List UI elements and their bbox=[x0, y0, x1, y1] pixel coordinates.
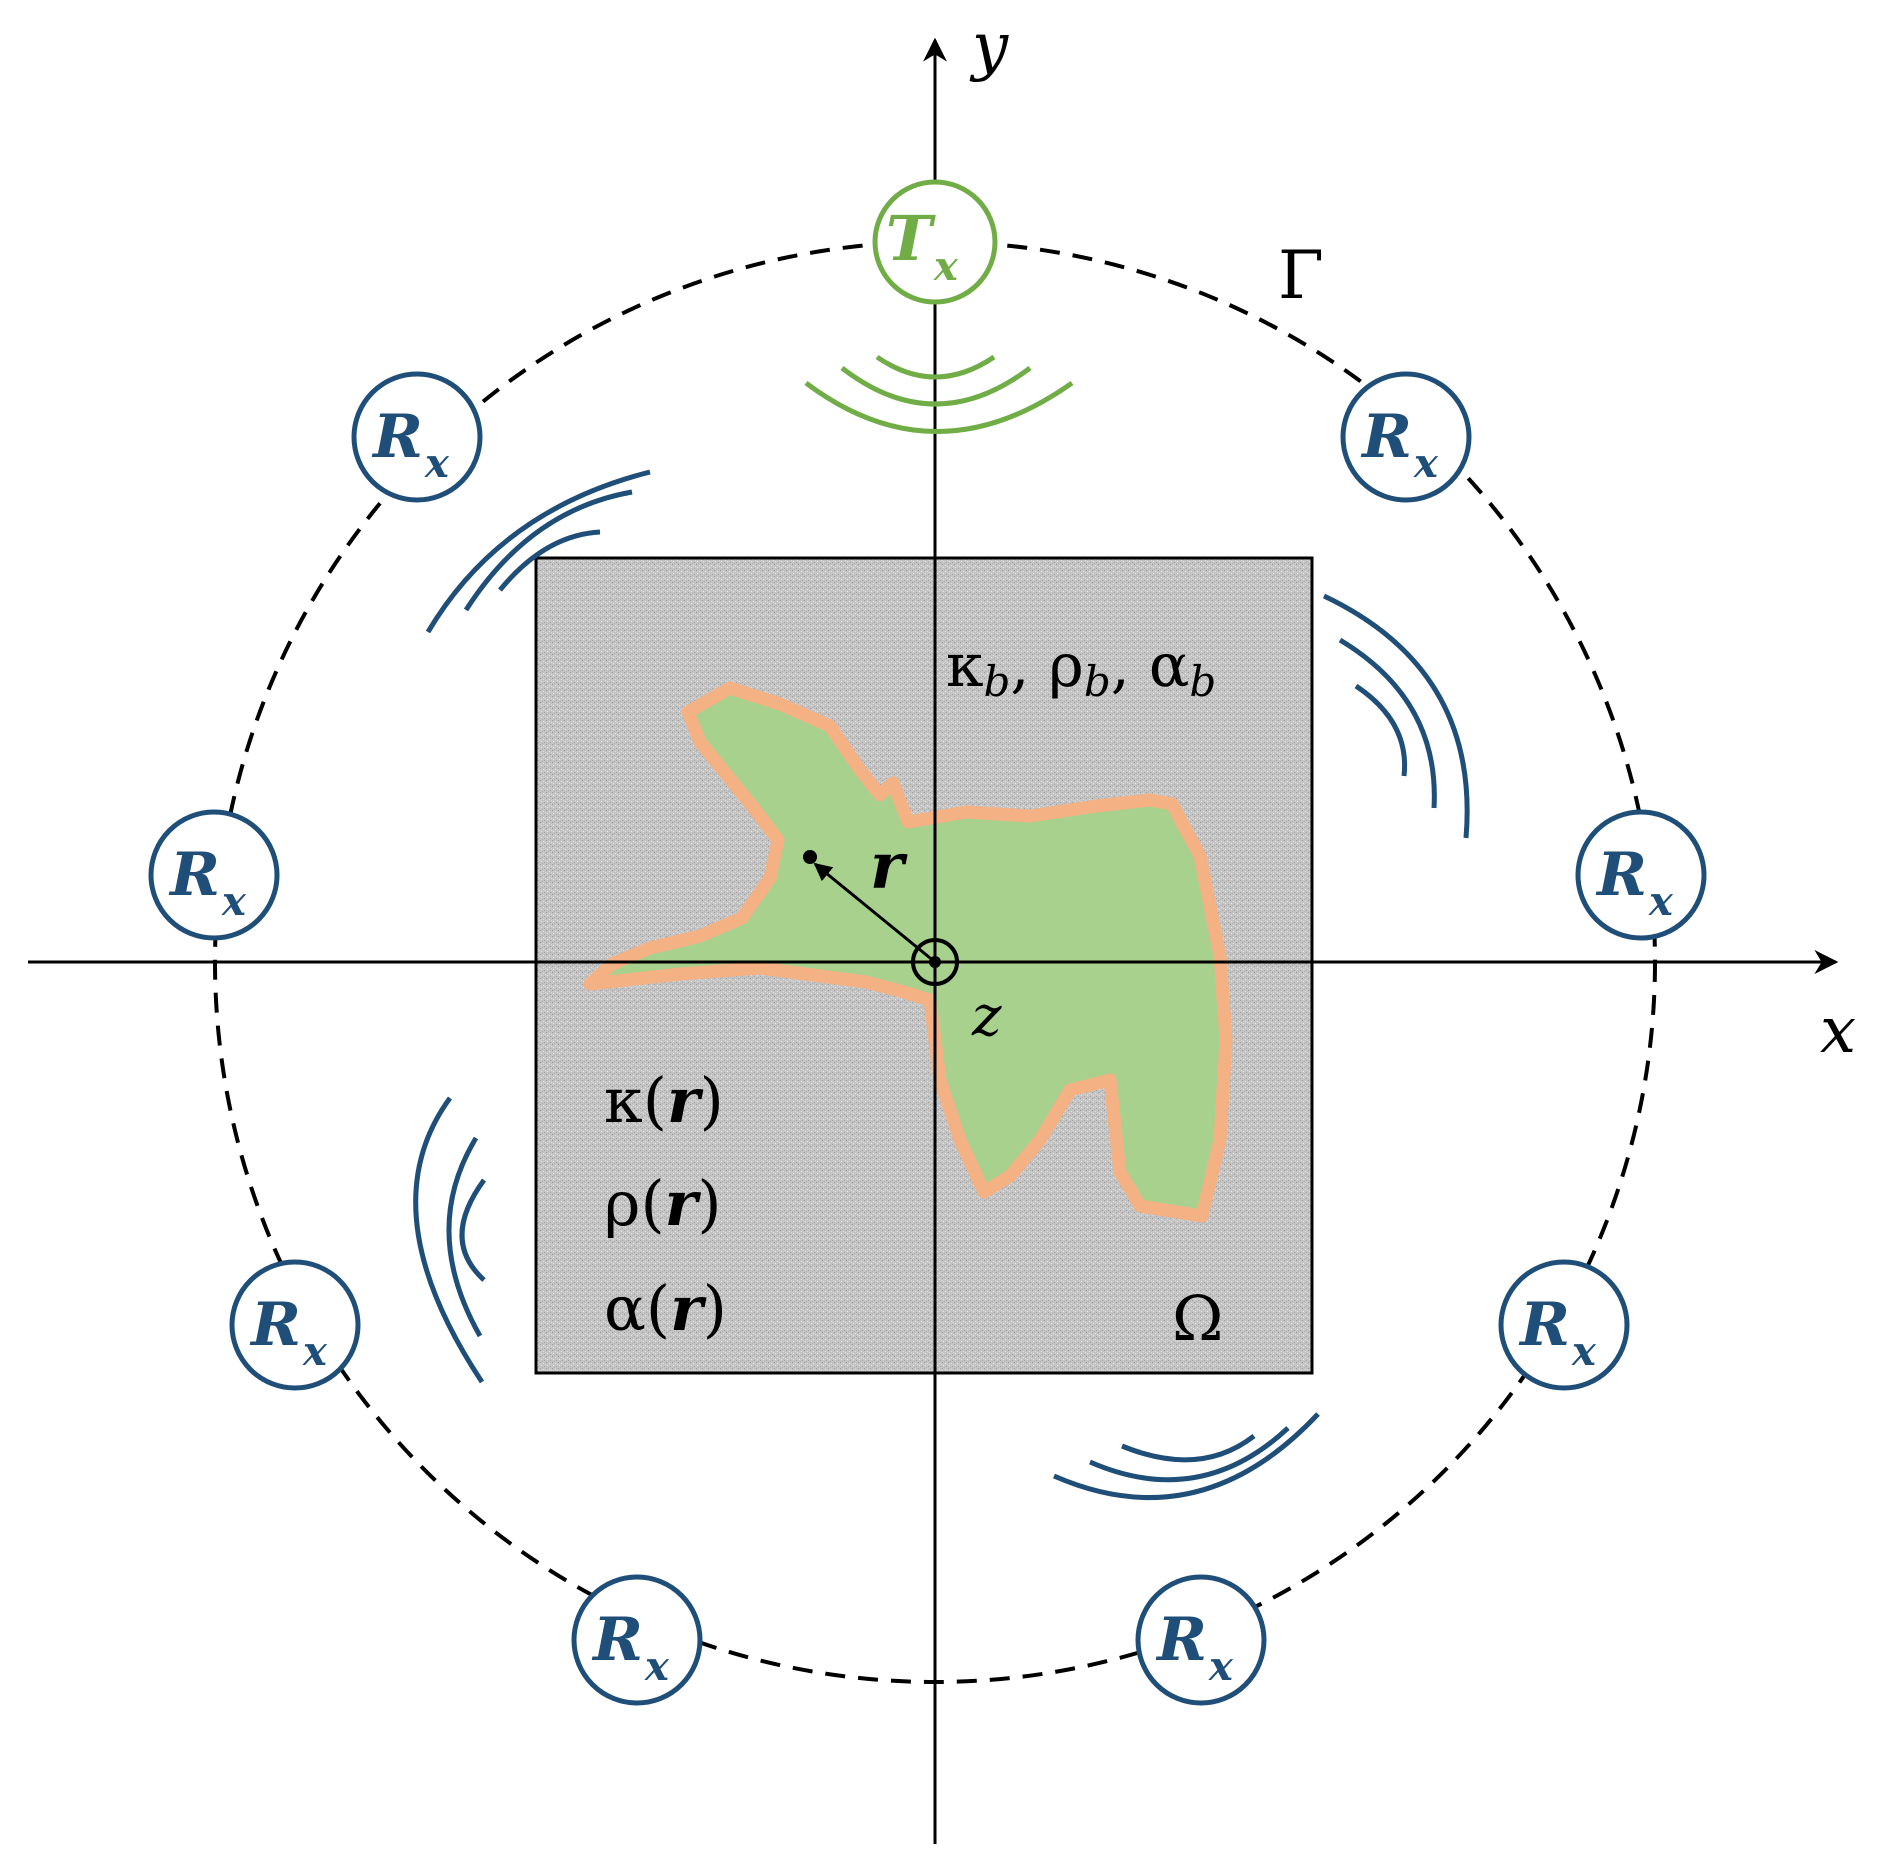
transmitter-label: T bbox=[886, 202, 936, 275]
obj-alpha: α bbox=[604, 1272, 646, 1345]
receiver-label: R bbox=[249, 1290, 301, 1360]
obj-paren-close: ) bbox=[700, 1064, 724, 1137]
receiver-subscript: x bbox=[221, 878, 247, 925]
object-kappa-label: κ(r) bbox=[604, 1064, 724, 1137]
receiver-subscript: x bbox=[302, 1328, 328, 1375]
bg-rho-sub: b bbox=[1084, 657, 1111, 706]
receiver-subscript: x bbox=[424, 440, 450, 487]
background-properties: κb, ρb, αb bbox=[946, 631, 1216, 706]
receiver-label: R bbox=[1595, 840, 1647, 910]
receiver-node: R x bbox=[1135, 1574, 1267, 1706]
obj-paren-close: ) bbox=[697, 1167, 721, 1240]
bg-sep-1: , bbox=[1010, 631, 1048, 701]
receiver-node: R x bbox=[571, 1574, 703, 1706]
receiver-label: R bbox=[168, 840, 220, 910]
z-axis-symbol bbox=[911, 938, 959, 986]
receiver-node: R x bbox=[148, 809, 280, 941]
transmitter-node: T x bbox=[872, 179, 998, 305]
receiver-node: R x bbox=[1340, 371, 1472, 503]
scatterer-object bbox=[583, 681, 1233, 1223]
object-alpha-label: α(r) bbox=[604, 1272, 727, 1345]
obj-paren-open: ( bbox=[646, 1272, 670, 1345]
obj-rho: ρ bbox=[604, 1167, 640, 1240]
z-axis-label: z bbox=[971, 984, 1002, 1049]
receiver-node: R x bbox=[351, 371, 483, 503]
receiver-subscript: x bbox=[1208, 1643, 1234, 1690]
receiver-label: R bbox=[1360, 402, 1412, 472]
bg-alpha: α bbox=[1149, 631, 1190, 701]
obj-paren-close: ) bbox=[703, 1272, 727, 1345]
receiver-subscript: x bbox=[1571, 1328, 1597, 1375]
receiver-label: R bbox=[1518, 1290, 1570, 1360]
transmitter-wave-icon bbox=[804, 354, 1074, 434]
transmitter-subscript: x bbox=[933, 243, 959, 290]
position-vector-label: r bbox=[870, 829, 908, 904]
obj-kappa: κ bbox=[604, 1064, 643, 1137]
receiver-wave-icon-lower-right bbox=[1052, 1412, 1320, 1501]
receiver-node: R x bbox=[1575, 809, 1707, 941]
obj-arg: r bbox=[665, 1167, 702, 1240]
position-point bbox=[803, 850, 817, 864]
boundary-label: Γ bbox=[1278, 237, 1324, 314]
obj-arg: r bbox=[667, 1064, 704, 1137]
receiver-wave-icon-upper-right bbox=[1322, 593, 1470, 839]
obj-paren-open: ( bbox=[643, 1064, 667, 1137]
position-vector-arrow bbox=[813, 862, 936, 964]
obj-arg: r bbox=[670, 1272, 707, 1345]
bg-kappa-sub: b bbox=[984, 657, 1011, 706]
z-axis-dot bbox=[929, 956, 941, 968]
receiver-label: R bbox=[1155, 1605, 1207, 1675]
receiver-subscript: x bbox=[1648, 878, 1674, 925]
object-rho-label: ρ(r) bbox=[604, 1167, 722, 1240]
region-label: Ω bbox=[1172, 1282, 1223, 1355]
bg-kappa: κ bbox=[946, 631, 984, 701]
receiver-subscript: x bbox=[644, 1643, 670, 1690]
receiver-label: R bbox=[591, 1605, 643, 1675]
receiver-node: R x bbox=[1498, 1259, 1630, 1391]
receiver-node: R x bbox=[229, 1259, 361, 1391]
obj-paren-open: ( bbox=[640, 1167, 664, 1240]
receiver-subscript: x bbox=[1413, 440, 1439, 487]
x-axis-label: x bbox=[1820, 994, 1856, 1068]
y-axis-label: y bbox=[969, 10, 1009, 84]
receiver-label: R bbox=[371, 402, 423, 472]
bg-sep-2: , bbox=[1111, 631, 1149, 701]
receiver-wave-icon-lower-left bbox=[413, 1096, 487, 1384]
bg-alpha-sub: b bbox=[1189, 657, 1216, 706]
bg-rho: ρ bbox=[1049, 631, 1084, 701]
receiver-wave-icon-upper-left bbox=[425, 469, 651, 634]
